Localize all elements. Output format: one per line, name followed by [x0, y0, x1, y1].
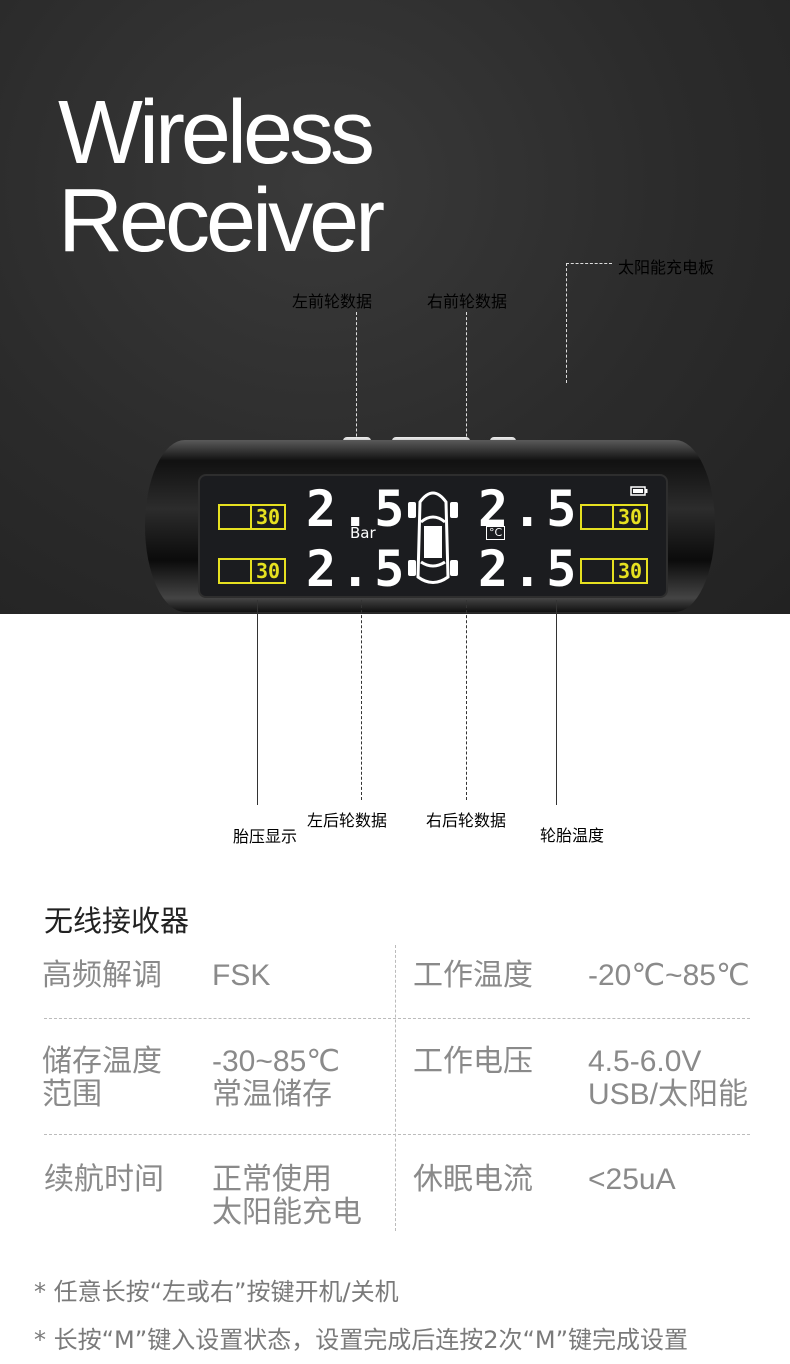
spec-label: 高频解调 [42, 959, 162, 992]
pressure-display-leader [257, 600, 258, 805]
temp-box-fl: 30 [218, 504, 286, 530]
car-icon [408, 491, 458, 584]
spec-label: 工作电压 [413, 1045, 533, 1078]
column-divider [395, 945, 396, 1231]
hero-title-line1: Wireless [58, 83, 375, 183]
temp-box-fr: 30 [580, 504, 648, 530]
battery-icon [630, 486, 648, 496]
spec-value: 4.5-6.0V USB/太阳能 [588, 1045, 749, 1111]
solar-leader-v [566, 263, 567, 383]
note-power: * 任意长按“左或右”按键开机/关机 [34, 1278, 399, 1306]
lcd-screen: 30 30 30 30 2.5 2.5 2.5 2.5 Bar °C [198, 474, 668, 598]
solar-leader-h [566, 263, 612, 264]
spec-value: -20℃~85℃ [588, 959, 750, 992]
rear-right-leader [466, 600, 467, 800]
pressure-rr: 2.5 [478, 540, 581, 598]
label-front-right: 右前轮数据 [427, 292, 508, 311]
spec-value: FSK [212, 959, 271, 992]
spec-label: 工作温度 [413, 959, 533, 992]
pressure-fl: 2.5 [306, 480, 409, 538]
tire-temp-leader [556, 600, 557, 805]
label-pressure-display: 胎压显示 [233, 827, 298, 846]
label-rear-left: 左后轮数据 [307, 811, 388, 830]
pressure-unit: Bar [350, 524, 376, 542]
front-right-leader [466, 312, 467, 472]
spec-label: 休眠电流 [413, 1163, 533, 1196]
spec-label: 储存温度 范围 [42, 1045, 162, 1111]
label-rear-right: 右后轮数据 [426, 811, 507, 830]
temp-box-rl: 30 [218, 558, 286, 584]
spec-value: -30~85℃ 常温储存 [212, 1045, 340, 1111]
spec-value: <25uA [588, 1163, 676, 1196]
spec-value: 正常使用 太阳能充电 [212, 1163, 362, 1229]
row-divider [44, 1134, 750, 1135]
rear-left-leader [361, 600, 362, 800]
temp-unit: °C [486, 526, 506, 540]
pressure-rl: 2.5 [306, 540, 409, 598]
hero-title-line2: Receiver [58, 171, 385, 271]
pressure-fr: 2.5 [478, 480, 581, 538]
spec-label: 续航时间 [44, 1163, 164, 1196]
temp-box-rr: 30 [580, 558, 648, 584]
label-tire-temp: 轮胎温度 [540, 826, 605, 845]
note-settings: * 长按“M”键入设置状态，设置完成后连按2次“M”键完成设置 [34, 1326, 689, 1354]
row-divider [44, 1018, 750, 1019]
specs-title: 无线接收器 [44, 904, 190, 938]
front-left-leader [356, 312, 357, 472]
label-front-left: 左前轮数据 [292, 292, 373, 311]
label-solar-panel: 太阳能充电板 [618, 258, 715, 277]
